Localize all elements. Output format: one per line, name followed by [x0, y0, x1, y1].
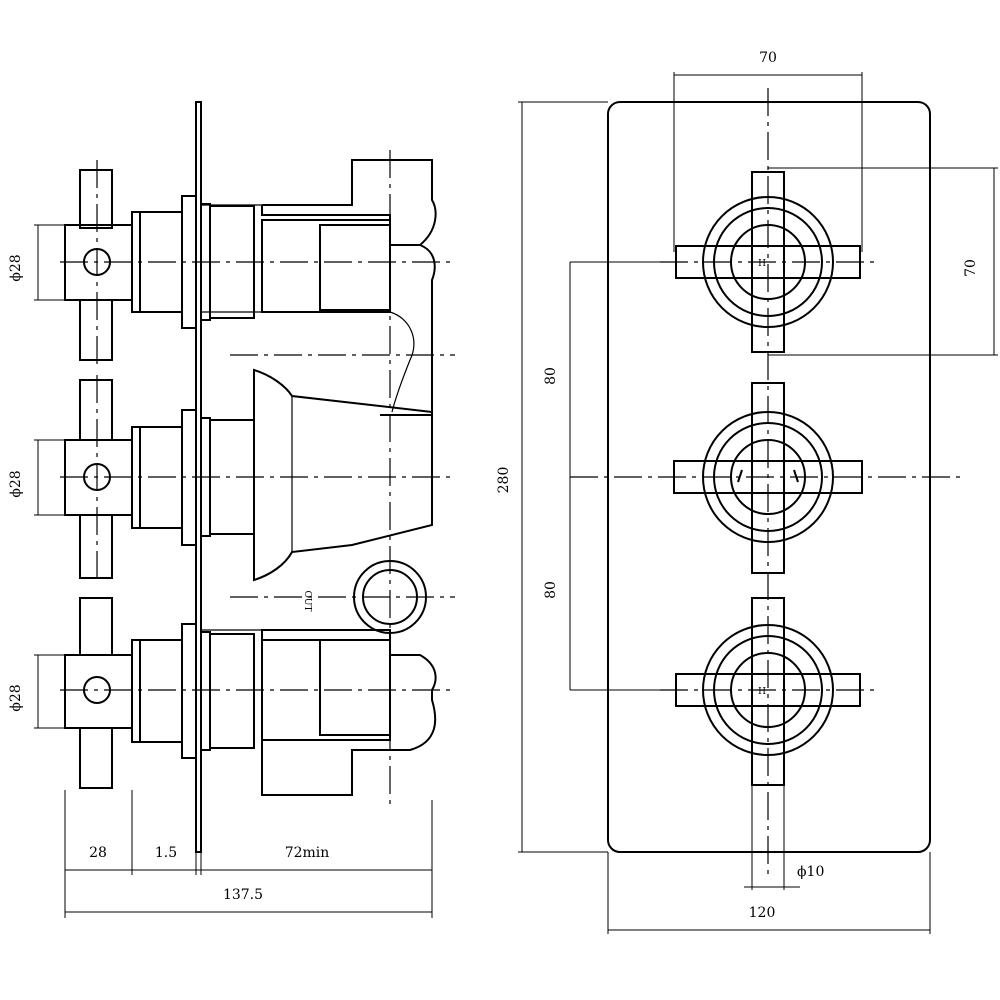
upper-cartridge-block	[261, 219, 391, 313]
dim-body-depth: 72min	[285, 845, 330, 861]
diameter-label-2: ϕ28	[8, 470, 24, 497]
right-height-dim	[768, 167, 998, 356]
diameter-label-1: ϕ28	[8, 254, 24, 281]
overall-height-label: 280	[496, 467, 512, 494]
valve-body	[261, 159, 437, 416]
front-view: H H 70 70	[496, 50, 998, 934]
bottom-dim-extensions	[64, 790, 433, 918]
overall-height-dim	[518, 101, 608, 853]
plate-width-dim	[607, 852, 931, 934]
dim-handle-depth: 28	[89, 845, 107, 861]
middle-handle-assembly	[64, 379, 255, 579]
diameter-dim-2	[34, 439, 65, 516]
top-width-dim	[673, 72, 863, 252]
lower-handle-assembly	[64, 597, 255, 789]
spindle-dim	[744, 785, 800, 890]
top-knob-hot-mark: H	[758, 259, 766, 269]
bottom-knob-hot-mark: H	[758, 687, 766, 697]
body-inner-upper	[262, 311, 415, 413]
right-height-label: 70	[963, 259, 979, 277]
spacing-upper-label: 80	[543, 367, 559, 385]
diameter-dim-1	[34, 224, 65, 301]
spindle-label: ϕ10	[797, 864, 824, 880]
dim-plate-thickness: 1.5	[155, 845, 177, 861]
plate-width-label: 120	[749, 905, 776, 921]
diameter-dim-3	[34, 654, 65, 729]
spacing-dim	[569, 261, 660, 691]
valve-body-lower	[261, 629, 437, 796]
dim-overall-depth: 137.5	[223, 887, 263, 903]
side-view: OUT	[8, 101, 455, 918]
diameter-label-3: ϕ28	[8, 684, 24, 711]
outlet-label: OUT	[302, 591, 312, 612]
upper-handle-assembly	[64, 169, 255, 361]
thermostat-cone	[253, 368, 433, 582]
spacing-lower-label: 80	[543, 581, 559, 599]
top-width-label: 70	[759, 50, 777, 66]
